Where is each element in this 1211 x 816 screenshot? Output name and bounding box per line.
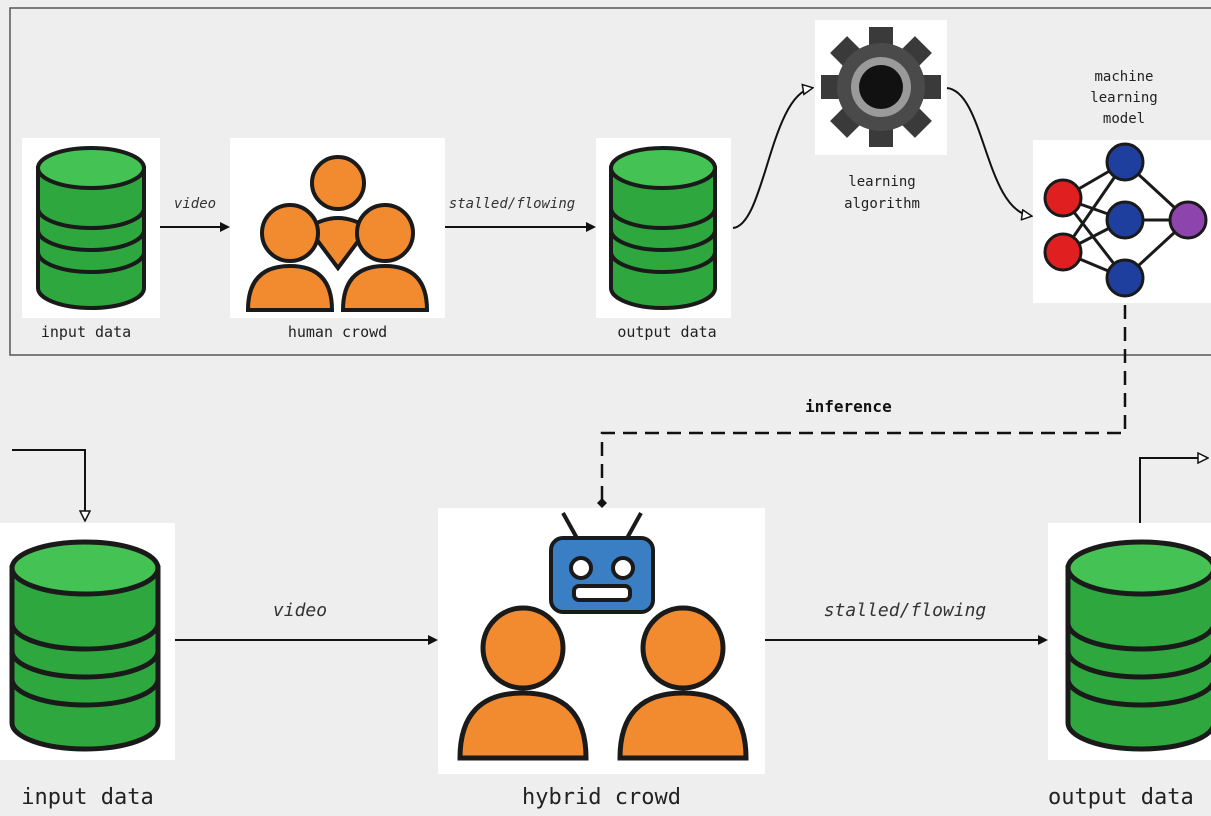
model-label: machine learning model (1068, 67, 1180, 130)
top-crowd-label: human crowd (287, 323, 388, 341)
bottom-input-label: input data (21, 785, 154, 810)
model-label-line3: model (1102, 111, 1146, 127)
human-crowd-box (230, 138, 445, 318)
learning-algorithm-box (815, 20, 947, 155)
top-output-label: output data (617, 323, 717, 341)
top-input-label: input data (40, 323, 132, 341)
bottom-crowd-label: hybrid crowd (522, 785, 681, 810)
top-stalled-edge-label: stalled/flowing (448, 196, 576, 212)
algorithm-label-line2: algorithm (844, 196, 920, 212)
database-icon (36, 146, 146, 310)
database-icon (9, 539, 161, 752)
bottom-video-edge-label: video (272, 600, 328, 621)
bottom-output-label: output data (1048, 785, 1194, 810)
algorithm-label-line1: learning (848, 174, 916, 190)
top-panel-border (9, 7, 1211, 356)
edge-inference (597, 305, 1127, 508)
edge-to-model (946, 87, 1031, 216)
edge-into-bottom-input (12, 449, 85, 520)
edge-to-algorithm (732, 88, 812, 229)
gear-icon (821, 27, 941, 147)
inference-label: inference (805, 397, 892, 416)
top-video-edge-label: video (173, 196, 217, 212)
database-icon (609, 146, 717, 310)
hybrid-crowd-box (438, 508, 765, 774)
robot-and-people-icon (457, 512, 749, 761)
top-output-database (596, 138, 731, 318)
model-label-line2: learning (1090, 90, 1158, 106)
people-icon (245, 155, 430, 312)
database-icon (1065, 539, 1211, 752)
ml-model-box (1033, 140, 1211, 303)
bottom-input-database (0, 523, 175, 760)
neural-network-icon (1043, 142, 1208, 298)
model-label-line1: machine (1094, 69, 1154, 85)
edge-out-of-bottom-output (1139, 458, 1207, 523)
bottom-output-database (1048, 523, 1211, 760)
algorithm-label: learning algorithm (830, 171, 934, 215)
top-input-database (22, 138, 160, 318)
bottom-stalled-edge-label: stalled/flowing (823, 600, 987, 621)
